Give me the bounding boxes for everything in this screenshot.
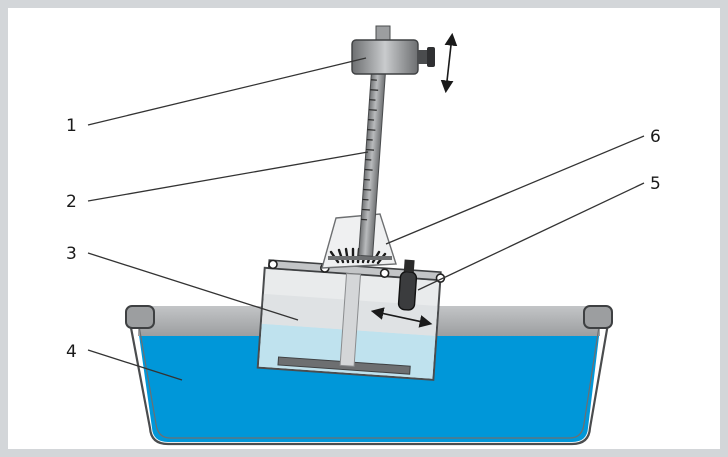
leader-line-5	[417, 182, 645, 291]
leader-lines	[87, 57, 645, 381]
leader-line-1	[87, 57, 367, 126]
label-2: 2	[66, 192, 77, 212]
label-6: 6	[650, 127, 661, 147]
leader-line-4	[87, 349, 183, 381]
graduated-rod	[358, 43, 388, 257]
test-vessel	[256, 259, 446, 381]
label-4: 4	[66, 342, 77, 362]
vertical-double-arrow-icon	[440, 32, 458, 94]
top-cap-knob	[351, 25, 435, 75]
horizontal-double-arrow-icon	[370, 307, 433, 328]
clamp-knob	[397, 271, 418, 311]
leader-line-3	[87, 252, 299, 321]
leader-line-2	[87, 151, 369, 202]
label-1: 1	[66, 116, 77, 136]
angle-gauge	[321, 213, 397, 269]
label-5: 5	[650, 174, 661, 194]
label-3: 3	[66, 244, 77, 264]
water-tub	[125, 305, 613, 446]
leader-line-6	[385, 135, 645, 245]
